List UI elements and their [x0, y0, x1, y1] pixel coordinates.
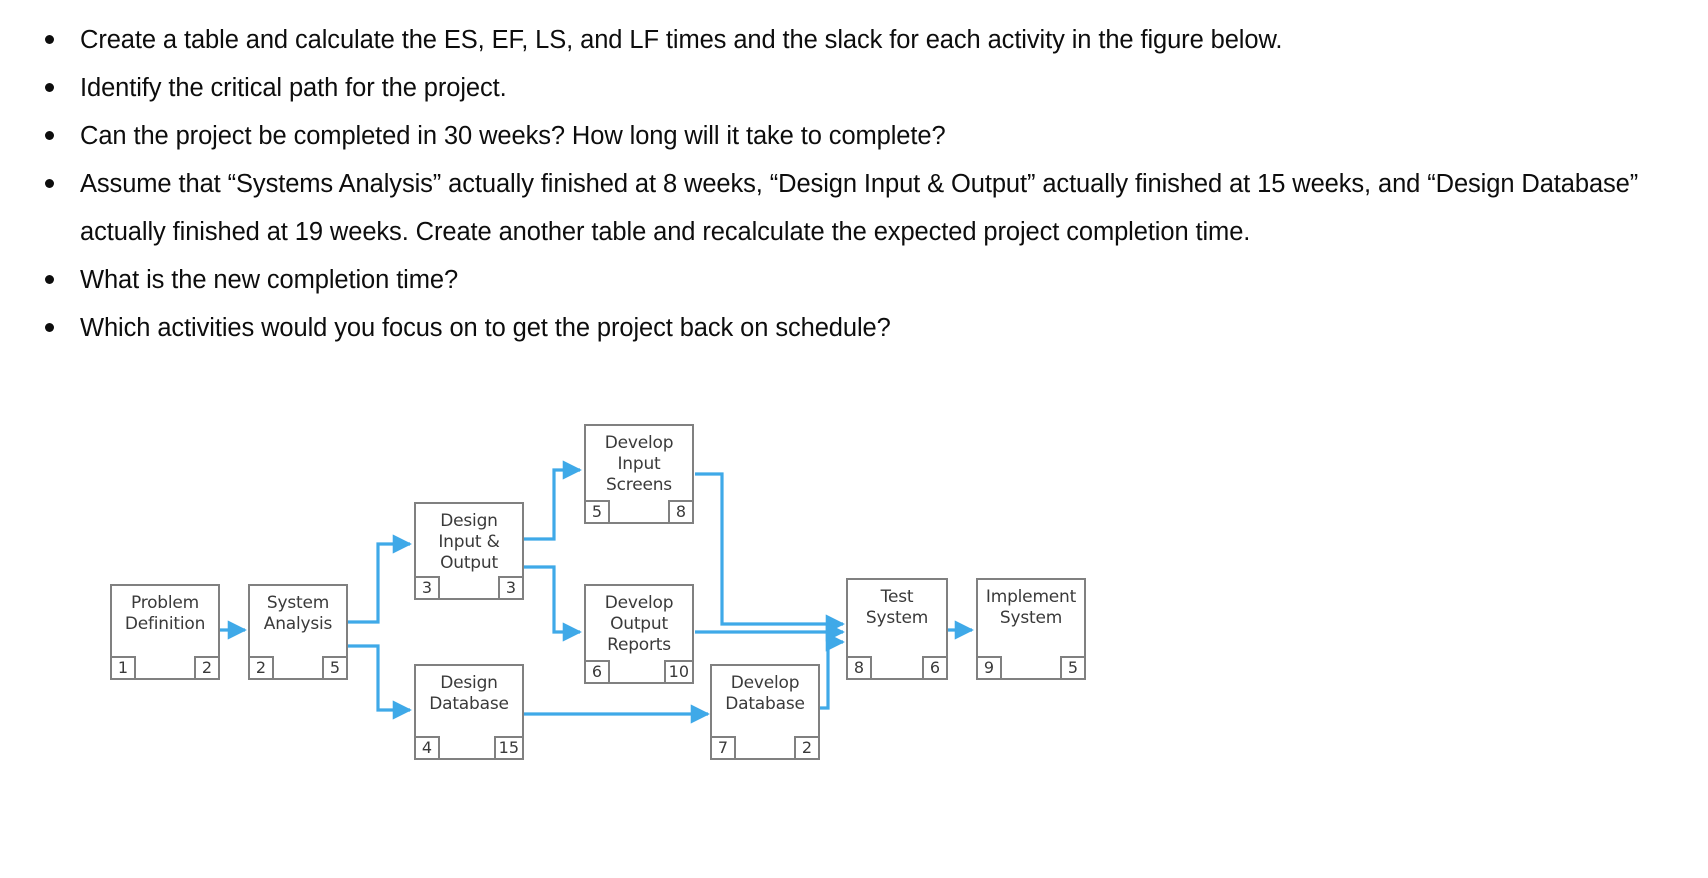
- node-right-number: 15: [493, 736, 524, 760]
- bullet-icon: [45, 323, 54, 332]
- node-right-number: 10: [663, 660, 694, 684]
- edge-design-input-output-to-develop-input-screens: [524, 460, 582, 541]
- node-right-number: 5: [322, 656, 348, 680]
- list-item: Identify the critical path for the proje…: [34, 64, 1694, 112]
- bullet-icon: [45, 35, 54, 44]
- node-right-number: 3: [498, 576, 524, 600]
- diagram-connectors: [218, 460, 974, 724]
- list-item: Which activities would you focus on to g…: [34, 304, 1694, 352]
- list-item: What is the new completion time?: [34, 256, 1694, 304]
- node-left-number: 6: [584, 660, 610, 684]
- question-text: Assume that “Systems Analysis” actually …: [80, 170, 1639, 246]
- node-left-number: 7: [710, 736, 736, 760]
- node-right-number: 2: [794, 736, 820, 760]
- bullet-icon: [45, 83, 54, 92]
- question-text: Create a table and calculate the ES, EF,…: [80, 26, 1283, 54]
- question-text: Identify the critical path for the proje…: [80, 74, 507, 102]
- node-left-number: 9: [976, 656, 1002, 680]
- edge-system-analysis-to-design-input-output: [348, 534, 412, 624]
- list-item: Can the project be completed in 30 weeks…: [34, 112, 1694, 160]
- edge-develop-input-screens-to-test-system: [695, 472, 845, 634]
- question-text: Which activities would you focus on to g…: [80, 314, 891, 342]
- connector-group: [218, 460, 974, 724]
- edge-system-analysis-to-design-database: [348, 644, 412, 720]
- list-item: Create a table and calculate the ES, EF,…: [34, 16, 1694, 64]
- edge-design-input-output-to-develop-output-reports: [524, 565, 582, 642]
- bullet-icon: [45, 179, 54, 188]
- node-left-number: 3: [414, 576, 440, 600]
- node-left-number: 2: [248, 656, 274, 680]
- node-right-number: 6: [922, 656, 948, 680]
- node-left-number: 5: [584, 500, 610, 524]
- node-right-number: 5: [1060, 656, 1086, 680]
- node-left-number: 1: [110, 656, 136, 680]
- node-right-number: 8: [668, 500, 694, 524]
- bullet-icon: [45, 275, 54, 284]
- node-left-number: 4: [414, 736, 440, 760]
- question-text: Can the project be completed in 30 weeks…: [80, 122, 946, 150]
- node-left-number: 8: [846, 656, 872, 680]
- question-text: What is the new completion time?: [80, 266, 459, 294]
- list-item: Assume that “Systems Analysis” actually …: [34, 160, 1694, 256]
- question-list: Create a table and calculate the ES, EF,…: [34, 16, 1694, 352]
- bullet-icon: [45, 131, 54, 140]
- node-right-number: 2: [194, 656, 220, 680]
